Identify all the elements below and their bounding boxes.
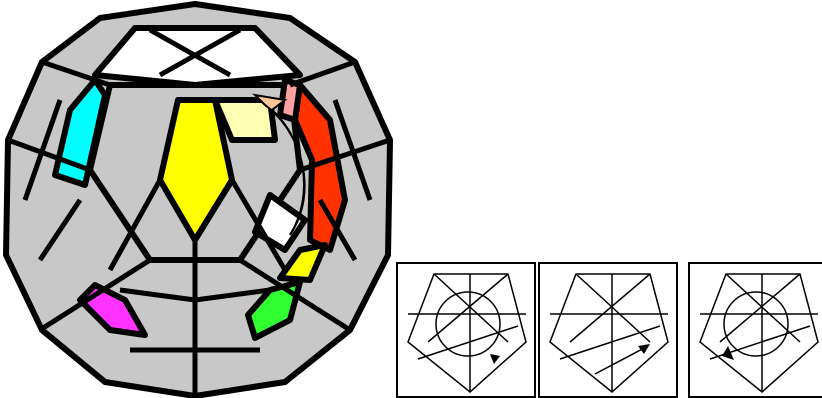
megaminx-puzzle-icon <box>0 0 396 398</box>
counter-clockwise-circle-arrow-icon <box>436 292 500 356</box>
straight-arrow-icon <box>595 346 648 374</box>
pentagon-move-diagram-icon <box>540 264 676 396</box>
move-diagram-3 <box>688 262 822 398</box>
move-diagram-1 <box>396 262 536 398</box>
pentagon-move-diagram-icon <box>690 264 822 396</box>
pentagon-move-diagram-icon <box>398 264 534 396</box>
move-diagram-2 <box>538 262 678 398</box>
